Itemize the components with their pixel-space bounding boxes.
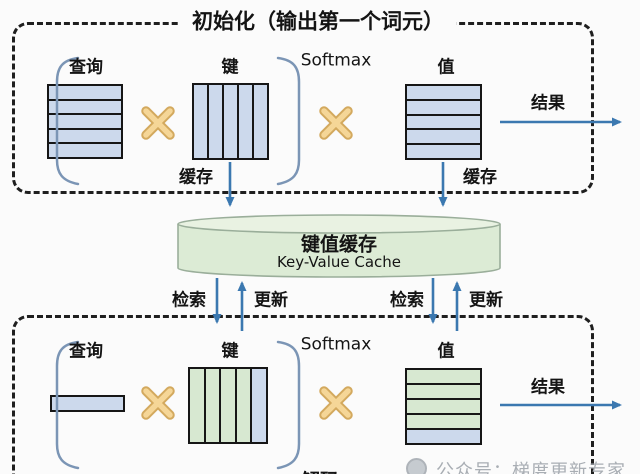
- key-label-init: 键: [221, 57, 239, 78]
- result-label-init: 结果: [531, 93, 565, 114]
- result-label-decode: 结果: [531, 377, 565, 398]
- kv-cache-title-en: Key-Value Cache: [276, 253, 402, 271]
- key-cache-label: 缓存: [179, 167, 213, 188]
- value-label-decode: 值: [437, 341, 455, 362]
- update-right-label: 更新: [469, 290, 503, 311]
- key-label-decode: 键: [221, 341, 239, 362]
- value-matrix-init: [405, 84, 482, 160]
- decode-phase-box: [12, 315, 594, 474]
- value-cache-label: 缓存: [463, 167, 497, 188]
- key-matrix-decode: [188, 367, 268, 444]
- key-matrix-init: [192, 83, 269, 160]
- update-left-label: 更新: [254, 290, 288, 311]
- softmax-label-decode: Softmax: [300, 334, 372, 355]
- watermark-logo-icon: [406, 458, 427, 474]
- kv-cache-title-zh: 键值缓存: [300, 233, 378, 256]
- retrieve-right-label: 检索: [390, 290, 424, 311]
- query-matrix-init: [47, 84, 123, 159]
- softmax-label-init: Softmax: [300, 50, 372, 71]
- query-label-init: 查询: [69, 57, 103, 78]
- query-label-decode: 查询: [69, 341, 103, 362]
- value-matrix-decode: [405, 368, 482, 445]
- query-vector-decode: [50, 395, 125, 412]
- decode-phase-title-partial: 解码: [301, 466, 339, 474]
- value-label-init: 值: [437, 57, 455, 78]
- watermark-text: 公众号：梯度更新专家: [436, 461, 626, 474]
- init-phase-title: 初始化（输出第一个词元）: [180, 11, 456, 33]
- retrieve-left-label: 检索: [172, 290, 206, 311]
